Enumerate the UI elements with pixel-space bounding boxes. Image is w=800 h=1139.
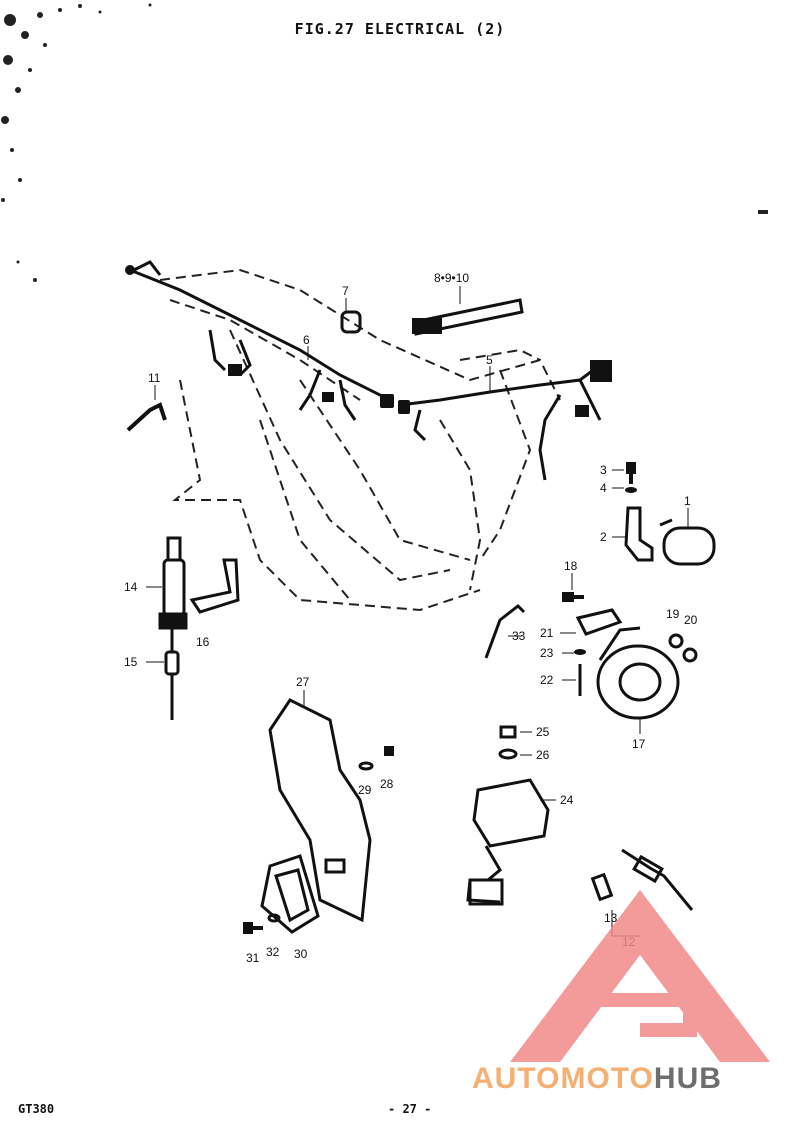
part-19-nut	[668, 633, 684, 649]
part-14-unit	[158, 536, 188, 630]
watermark-text-automoto: AUTOMOTO	[472, 1062, 654, 1095]
callout-labels: 1 2 3 4 5 6 7 8•9•10 11 12 13 14 15 16 1…	[124, 271, 698, 965]
callout-15: 15	[124, 655, 138, 669]
callout-17: 17	[632, 737, 646, 751]
part-24-regulator	[466, 778, 550, 906]
part-32-washer	[267, 913, 281, 923]
part-15-spring	[164, 628, 180, 720]
part-11-clip	[126, 402, 167, 432]
model-label: GT380	[18, 1102, 55, 1116]
part-16-bracket	[189, 558, 240, 614]
callout-14: 14	[124, 580, 138, 594]
watermark-logo: AUTOMOTOHUB	[472, 890, 770, 1095]
part-4-washer	[625, 487, 637, 493]
part-25-nut	[499, 725, 517, 739]
watermark-inner-icon	[600, 993, 697, 1037]
part-20-nut	[682, 647, 698, 663]
part-31-bolt	[243, 922, 263, 934]
callout-25: 25	[536, 725, 550, 739]
callout-32: 32	[266, 945, 280, 959]
part-12-13-fuse	[590, 848, 694, 911]
frame-outline	[159, 268, 561, 612]
callout-24: 24	[560, 793, 574, 807]
svg-text:AUTOMOTOHUB: AUTOMOTOHUB	[472, 1062, 722, 1095]
callout-13: 13	[604, 911, 618, 925]
part-1-switch	[659, 518, 716, 566]
callout-11: 11	[148, 371, 161, 385]
part-26-washer	[498, 748, 518, 760]
scan-noise	[1, 3, 768, 282]
watermark-text-hub: HUB	[654, 1062, 722, 1095]
callout-2: 2	[600, 530, 607, 544]
part-8-9-10-clamp	[412, 298, 524, 336]
part-18-bolt	[562, 592, 584, 602]
part-17-horn	[596, 626, 680, 720]
callout-26: 26	[536, 748, 550, 762]
part-23-washer	[574, 649, 586, 655]
callout-33: 33	[512, 629, 526, 643]
callout-27: 27	[296, 675, 310, 689]
page-number: - 27 -	[388, 1102, 432, 1116]
callout-1: 1	[684, 494, 691, 508]
leader-lines	[146, 286, 689, 937]
callout-6: 6	[303, 333, 310, 347]
callout-18: 18	[564, 559, 578, 573]
part-21-bracket	[575, 608, 623, 636]
callout-29: 29	[358, 783, 372, 797]
callout-23: 23	[540, 646, 554, 660]
part-33-wire	[484, 604, 526, 659]
wiring-harness	[129, 260, 602, 481]
callout-21: 21	[540, 626, 554, 640]
callout-31: 31	[246, 951, 260, 965]
part-29-washer	[358, 761, 374, 771]
callout-16: 16	[196, 635, 210, 649]
callout-22: 22	[540, 673, 554, 687]
callout-30: 30	[294, 947, 308, 961]
callout-4: 4	[600, 481, 607, 495]
callout-8-9-10: 8•9•10	[434, 271, 469, 285]
callout-19: 19	[666, 607, 680, 621]
callout-5: 5	[486, 353, 493, 367]
harness-connectors	[125, 265, 612, 417]
part-2-bracket	[624, 506, 654, 562]
watermark-triangle-icon	[510, 890, 770, 1062]
part-3-bolt	[626, 462, 636, 484]
part-7-grommet	[340, 310, 362, 334]
callout-3: 3	[600, 463, 607, 477]
callout-20: 20	[684, 613, 698, 627]
callout-7: 7	[342, 284, 349, 298]
part-30-gasket	[260, 854, 320, 934]
figure-title: FIG.27 ELECTRICAL (2)	[294, 20, 506, 38]
part-28-bolt	[384, 746, 394, 756]
part-27-plate	[268, 698, 372, 923]
callout-28: 28	[380, 777, 394, 791]
